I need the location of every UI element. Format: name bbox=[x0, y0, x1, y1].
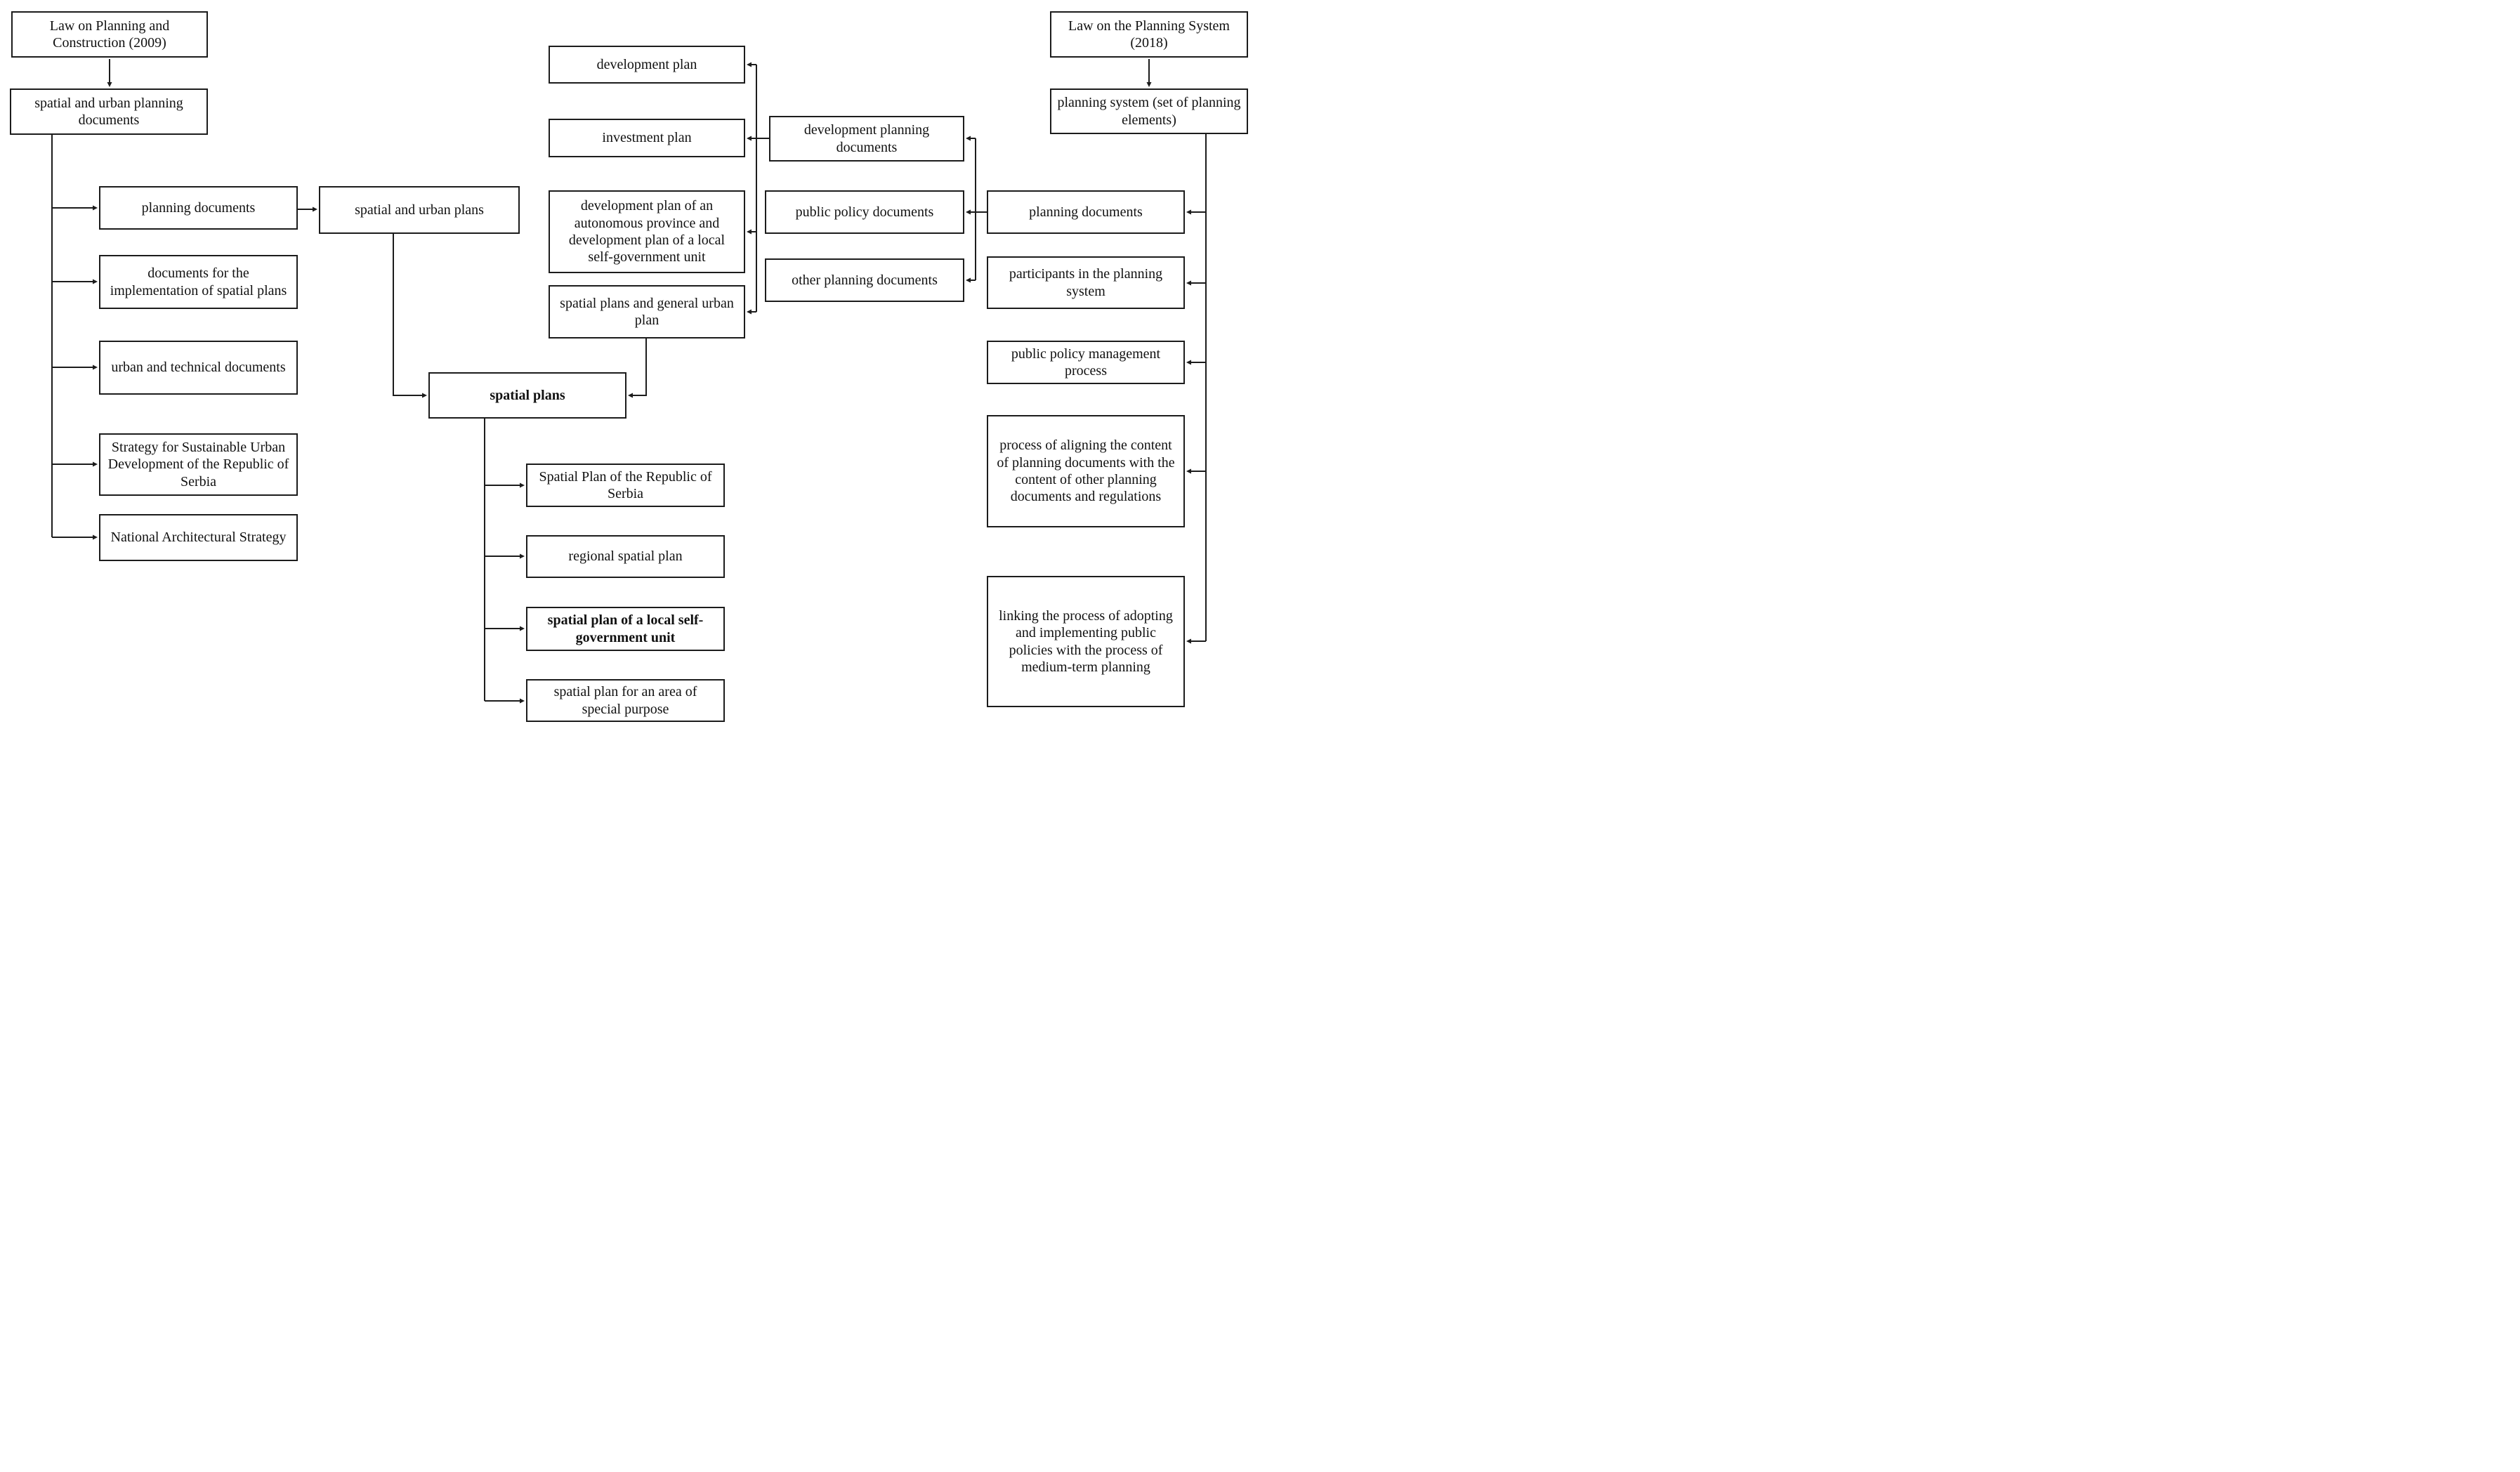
node-planning-system-set: planning system (set of planning element… bbox=[1050, 88, 1248, 134]
node-other-planning-documents: other planning documents bbox=[765, 258, 964, 302]
node-label: development planning documents bbox=[803, 122, 930, 155]
node-urban-technical-documents: urban and technical documents bbox=[99, 341, 298, 395]
connector-arrows-layer bbox=[51, 59, 1207, 704]
node-development-plan-autonomous-province-lsgu: development plan of an autonomous provin… bbox=[549, 190, 745, 273]
node-spatial-plans: spatial plans bbox=[428, 372, 626, 419]
node-spatial-and-urban-plans: spatial and urban plans bbox=[319, 186, 520, 234]
node-investment-plan: investment plan bbox=[549, 119, 745, 157]
node-development-planning-documents: development planning documents bbox=[769, 116, 964, 162]
node-law-planning-system-2018: Law on the Planning System (2018) bbox=[1050, 11, 1248, 58]
node-label: regional spatial plan bbox=[568, 548, 683, 565]
node-label: Law on Planning and Construction (2009) bbox=[49, 18, 170, 51]
node-documents-implementation-spatial-plans: documents for the implementation of spat… bbox=[99, 255, 298, 309]
diagram-canvas: Law on Planning and Construction (2009) … bbox=[0, 0, 1260, 736]
node-label: participants in the planning system bbox=[1009, 266, 1163, 299]
node-label: spatial plan for an area of special purp… bbox=[553, 684, 697, 717]
node-spatial-urban-planning-documents: spatial and urban planning documents bbox=[10, 88, 208, 135]
node-spatial-plan-republic-serbia: Spatial Plan of the Republic of Serbia bbox=[526, 464, 725, 507]
node-development-plan: development plan bbox=[549, 46, 745, 84]
node-national-architectural-strategy: National Architectural Strategy bbox=[99, 514, 298, 561]
node-label: spatial plans bbox=[490, 387, 565, 403]
node-spatial-plans-general-urban-plan: spatial plans and general urban plan bbox=[549, 285, 745, 339]
node-label: planning documents bbox=[141, 199, 256, 216]
node-label: spatial plan of a local self-government … bbox=[547, 612, 704, 645]
node-public-policy-management-process: public policy management process bbox=[987, 341, 1185, 384]
node-label: public policy management process bbox=[1011, 346, 1161, 379]
node-planning-documents-2009: planning documents bbox=[99, 186, 298, 230]
node-label: planning system (set of planning element… bbox=[1057, 95, 1241, 128]
node-participants-planning-system: participants in the planning system bbox=[987, 256, 1185, 309]
node-label: spatial and urban plans bbox=[355, 202, 484, 218]
node-label: Strategy for Sustainable Urban Developme… bbox=[107, 439, 289, 489]
node-label: investment plan bbox=[602, 130, 692, 146]
node-label: spatial and urban planning documents bbox=[34, 95, 183, 128]
node-label: National Architectural Strategy bbox=[110, 530, 287, 546]
node-label: linking the process of adopting and impl… bbox=[999, 607, 1173, 675]
node-regional-spatial-plan: regional spatial plan bbox=[526, 535, 725, 578]
node-label: process of aligning the content of plann… bbox=[997, 438, 1175, 505]
node-label: development plan of an autonomous provin… bbox=[568, 198, 726, 265]
node-label: other planning documents bbox=[792, 272, 938, 288]
node-label: Law on the Planning System (2018) bbox=[1068, 18, 1230, 51]
node-label: planning documents bbox=[1029, 204, 1143, 220]
node-strategy-sustainable-urban-development: Strategy for Sustainable Urban Developme… bbox=[99, 433, 298, 496]
node-planning-documents-2018: planning documents bbox=[987, 190, 1185, 234]
node-public-policy-documents: public policy documents bbox=[765, 190, 964, 234]
node-law-planning-construction-2009: Law on Planning and Construction (2009) bbox=[11, 11, 208, 58]
node-linking-process-adopting-implementing: linking the process of adopting and impl… bbox=[987, 576, 1185, 707]
node-label: public policy documents bbox=[795, 204, 934, 220]
node-spatial-plan-area-special-purpose: spatial plan for an area of special purp… bbox=[526, 679, 725, 722]
node-label: urban and technical documents bbox=[111, 360, 286, 376]
edge-spgup-to-spatial-plans bbox=[628, 339, 647, 398]
node-label: development plan bbox=[596, 56, 697, 72]
node-label: spatial plans and general urban plan bbox=[560, 295, 734, 328]
node-label: Spatial Plan of the Republic of Serbia bbox=[539, 468, 712, 501]
edge-sup-to-spatial-plans bbox=[393, 234, 427, 398]
node-process-aligning-content: process of aligning the content of plann… bbox=[987, 415, 1185, 527]
node-spatial-plan-local-self-government-unit: spatial plan of a local self-government … bbox=[526, 607, 725, 651]
node-label: documents for the implementation of spat… bbox=[110, 265, 287, 298]
